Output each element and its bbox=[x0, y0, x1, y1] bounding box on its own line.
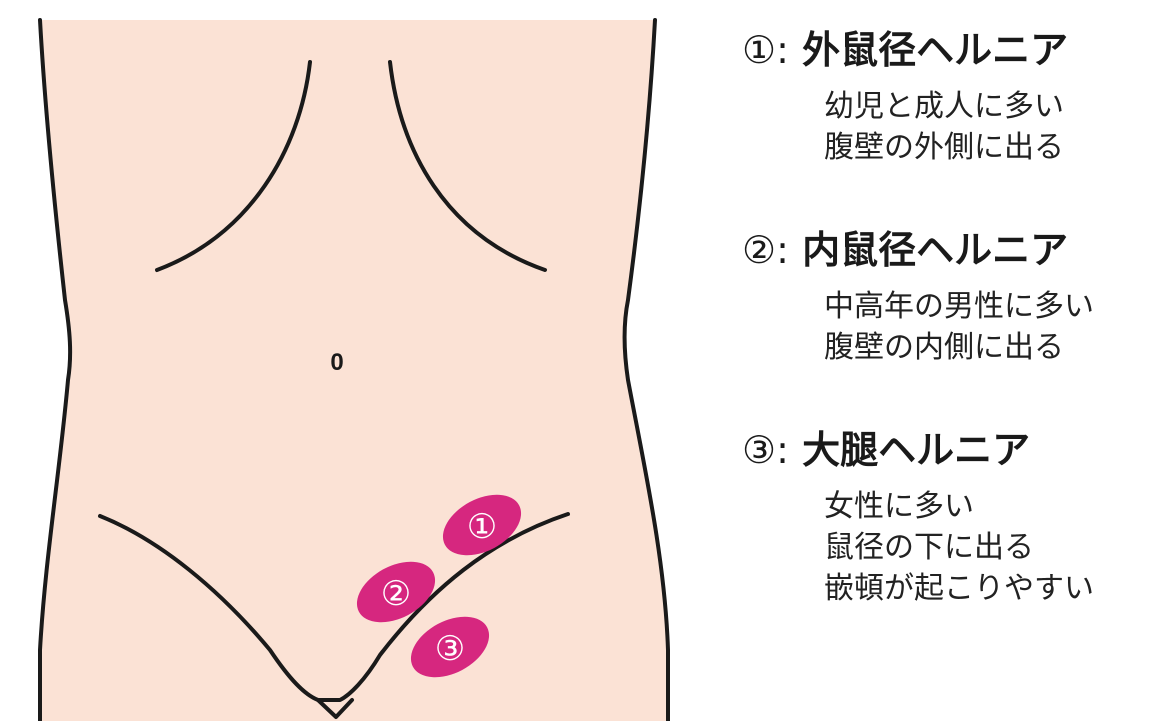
legend-entry-2: ②: 内鼠径ヘルニア 中高年の男性に多い 腹壁の内側に出る bbox=[742, 228, 1094, 368]
legend-entry-3: ③: 大腿ヘルニア 女性に多い 鼠径の下に出る 嵌頓が起こりやすい bbox=[742, 428, 1094, 609]
legend-entry-3-marker: ③: bbox=[742, 428, 789, 472]
legend-entry-1-line: 腹壁の外側に出る bbox=[824, 127, 1068, 168]
legend-entry-1-description: 幼児と成人に多い 腹壁の外側に出る bbox=[824, 86, 1068, 168]
hernia-marker-3-label: ③ bbox=[435, 629, 465, 669]
legend-entry-2-title: ②: 内鼠径ヘルニア bbox=[742, 228, 1094, 272]
legend-entry-3-line: 嵌頓が起こりやすい bbox=[824, 568, 1094, 609]
legend-entry-2-description: 中高年の男性に多い 腹壁の内側に出る bbox=[824, 286, 1094, 368]
hernia-marker-1-label: ① bbox=[467, 507, 497, 547]
legend-entry-3-line: 女性に多い bbox=[824, 486, 1094, 527]
legend-entry-2-line: 中高年の男性に多い bbox=[824, 286, 1094, 327]
legend-entry-3-title: ③: 大腿ヘルニア bbox=[742, 428, 1094, 472]
torso-diagram: 0 ① ② ③ bbox=[0, 0, 700, 721]
legend-entry-3-line: 鼠径の下に出る bbox=[824, 527, 1094, 568]
torso-skin bbox=[40, 20, 668, 721]
navel-mark: 0 bbox=[330, 349, 343, 376]
legend-entry-1: ①: 外鼠径ヘルニア 幼児と成人に多い 腹壁の外側に出る bbox=[742, 28, 1068, 168]
legend-entry-1-title: ①: 外鼠径ヘルニア bbox=[742, 28, 1068, 72]
legend-entry-1-line: 幼児と成人に多い bbox=[824, 86, 1068, 127]
legend-entry-2-name: 内鼠径ヘルニア bbox=[802, 228, 1068, 272]
legend-entry-1-marker: ①: bbox=[742, 28, 789, 72]
legend-entry-3-name: 大腿ヘルニア bbox=[802, 428, 1030, 472]
legend-entry-2-marker: ②: bbox=[742, 228, 789, 272]
hernia-marker-2-label: ② bbox=[381, 574, 411, 614]
legend-entry-1-name: 外鼠径ヘルニア bbox=[802, 28, 1068, 72]
legend-entry-2-line: 腹壁の内側に出る bbox=[824, 327, 1094, 368]
legend-entry-3-description: 女性に多い 鼠径の下に出る 嵌頓が起こりやすい bbox=[824, 486, 1094, 609]
